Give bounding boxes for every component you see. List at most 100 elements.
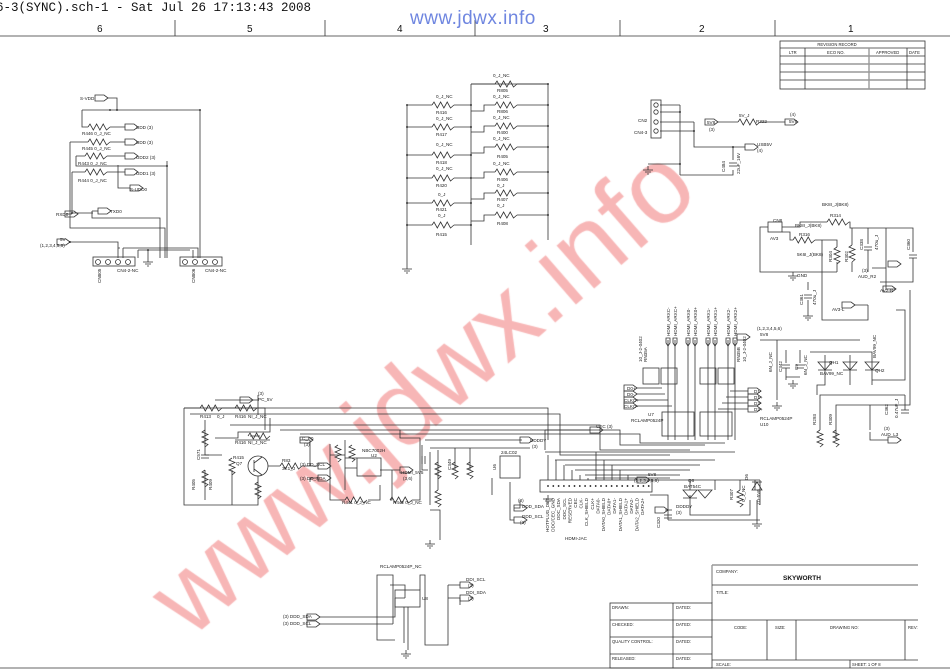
- net-label: DDC_SDA: [556, 497, 561, 520]
- revision-col-date: DATE: [909, 50, 920, 55]
- resistor-symbol: [347, 444, 357, 463]
- resistor-symbol: [494, 122, 518, 130]
- connector-pin: [653, 102, 659, 108]
- net-label: 5V8: [760, 332, 769, 337]
- junction-dot: [547, 104, 549, 106]
- ic-u7-rclamp0524p: [661, 411, 695, 437]
- net-label: UDD (3): [136, 140, 153, 145]
- port-flag: [519, 436, 534, 444]
- resistor-symbol: [826, 218, 850, 226]
- net-label: R400: [497, 130, 508, 135]
- junction-dot: [552, 485, 555, 487]
- port-flag: [887, 436, 902, 444]
- net-label: 0_J: [217, 414, 224, 419]
- port-flag: [747, 399, 762, 407]
- drawing-no-label: DRAWING NO:: [830, 625, 859, 630]
- port-flag-vertical: [665, 337, 671, 347]
- net-label: AUD_L3: [881, 432, 899, 437]
- net-label: (3): [468, 583, 474, 588]
- junction-dot: [147, 249, 149, 251]
- resistor-symbol: [815, 429, 825, 448]
- dated-label: DATED:: [676, 605, 691, 610]
- net-label: DATA0-: [595, 498, 600, 514]
- junction-dot: [557, 485, 560, 487]
- checked-label: CHECKED:: [612, 622, 634, 627]
- net-label: DATA1_SHIELD: [618, 497, 623, 531]
- net-label: CLK+: [590, 498, 595, 510]
- junction-dot: [547, 83, 549, 85]
- net-label: UDD (3): [136, 125, 153, 130]
- net-label: GND: [797, 273, 808, 278]
- junction-dot: [406, 104, 408, 106]
- net-label: 10_J-2-0402: [638, 336, 643, 362]
- port-flag: [841, 301, 856, 309]
- net-label: U2: [371, 453, 377, 458]
- port-flag: [513, 516, 528, 524]
- net-label: R805: [497, 88, 508, 93]
- ic-u2-nbc7002h: [356, 457, 382, 477]
- port-flag: [459, 581, 474, 589]
- net-label: BK8I_J(BK8): [795, 223, 822, 228]
- net-label: R444 0_J_NC: [78, 178, 108, 183]
- resistor-symbol: [431, 174, 455, 182]
- code-label: CODE:: [734, 625, 747, 630]
- port-flag: [94, 94, 109, 102]
- net-label: D0-: [627, 392, 635, 397]
- junction-dot: [578, 485, 581, 487]
- net-label: R445 0_J_NC: [82, 146, 112, 151]
- resistor-symbol: [431, 151, 455, 159]
- net-label: (3): [676, 510, 682, 515]
- net-label: R446 0_J_NC: [82, 131, 112, 136]
- capacitor-symbol: [421, 456, 426, 464]
- net-label: U10: [760, 422, 769, 427]
- junction-dot: [547, 192, 549, 194]
- net-label: R407: [497, 197, 508, 202]
- resistor-symbol: [494, 189, 518, 197]
- net-label: R443 0_J_NC: [78, 161, 108, 166]
- resistor-symbol: [199, 404, 223, 412]
- net-label: 0_J_NC: [493, 136, 510, 141]
- net-label: R83: [282, 458, 291, 463]
- ground-symbol: [788, 380, 798, 389]
- net-label: R420: [436, 183, 447, 188]
- resistor-symbol: [431, 101, 455, 109]
- port-flag: [306, 620, 321, 628]
- net-label: PC_5V: [258, 397, 273, 402]
- net-label: (3,6): [403, 476, 413, 481]
- net-label: Q7: [236, 461, 243, 466]
- net-label: (3): [532, 444, 538, 449]
- net-label: 5V: [60, 237, 67, 242]
- net-label: S-VDD: [80, 96, 95, 101]
- net-label: QH2: [875, 368, 885, 373]
- port-flag: [589, 426, 604, 434]
- net-label: HDMI-JAC: [565, 536, 588, 541]
- net-label: R417: [436, 132, 447, 137]
- file-title: 6-3(SYNC).sch-1 - Sat Jul 26 17:13:43 20…: [0, 1, 312, 15]
- connector-cn806: [179, 256, 223, 267]
- net-label: RN35B: [736, 347, 741, 362]
- net-label: (3): [518, 498, 524, 503]
- junction-dot: [547, 171, 549, 173]
- net-label: R416: [235, 440, 246, 445]
- net-label: NBC7002H: [362, 448, 385, 453]
- net-label: HDMI_ARX2-: [726, 308, 731, 336]
- net-label: AV3: [770, 236, 779, 241]
- connector-pin: [202, 259, 208, 265]
- net-label: D2-: [754, 401, 762, 406]
- sheet-label: SHEET: 1 OF 8: [852, 662, 881, 667]
- capacitor-symbol: [909, 254, 917, 259]
- net-label: CN2: [638, 118, 648, 123]
- net-label: R302: [844, 251, 849, 262]
- net-label: AUD_R2: [858, 274, 877, 279]
- port-flag: [124, 152, 139, 160]
- net-label: 22uF_16V: [736, 152, 741, 174]
- net-label: RCLAMP0524P: [631, 418, 663, 423]
- ic-u10-rclamp0524p: [699, 411, 733, 437]
- net-label: C342: [778, 361, 783, 372]
- esd-resistor-network-rn35a: [642, 367, 660, 385]
- net-label: RN35A: [643, 346, 648, 362]
- junction-dot: [406, 126, 408, 128]
- port-flag-vertical: [692, 337, 698, 347]
